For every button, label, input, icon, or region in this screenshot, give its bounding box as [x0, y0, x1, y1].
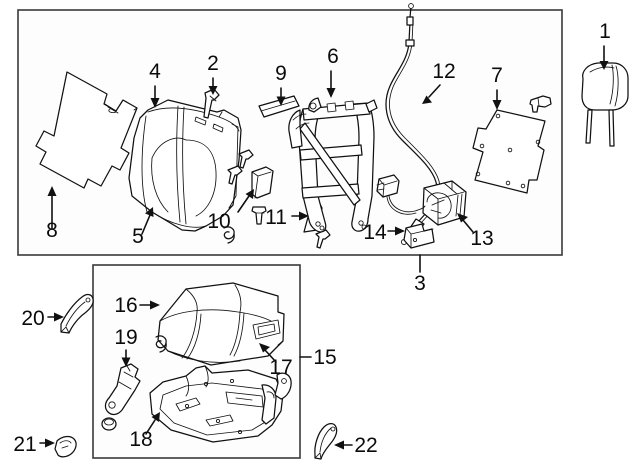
- part-21-seat-leg-cap: [54, 435, 77, 458]
- callout-17: 17: [269, 356, 292, 379]
- callout-7: 7: [491, 64, 503, 87]
- part-latch-connector: [376, 174, 400, 198]
- leader-13: [462, 219, 474, 233]
- arrowhead-22: [334, 440, 344, 450]
- leader-10: [237, 195, 250, 213]
- callout-8: 8: [46, 219, 58, 242]
- arrowhead-18: [151, 412, 160, 422]
- callout-4: 4: [149, 60, 161, 83]
- part-hook-clip-b: [155, 335, 167, 353]
- part-bolt-d: [315, 229, 331, 249]
- part-19-seat-hinge-arm: [104, 363, 141, 416]
- callout-11: 11: [265, 206, 287, 229]
- leader-17: [264, 349, 277, 363]
- part-4-5-seat-back-cushion: [128, 99, 242, 232]
- arrowhead-19: [121, 357, 131, 367]
- callout-15: 15: [313, 346, 336, 369]
- part-hook-clip-a: [223, 226, 235, 244]
- callout-13: 13: [470, 227, 493, 250]
- callout-12: 12: [432, 60, 455, 83]
- arrowhead-1: [599, 61, 609, 70]
- part-16-17-seat-cushion: [157, 282, 285, 366]
- callout-22: 22: [354, 434, 377, 457]
- leader-12: [428, 84, 441, 98]
- arrowhead-21: [45, 438, 55, 448]
- callout-9: 9: [275, 62, 287, 85]
- callout-20: 20: [21, 307, 44, 330]
- arrowhead-9: [276, 96, 286, 106]
- callout-14: 14: [363, 221, 387, 244]
- leader-18: [145, 419, 156, 435]
- arrowhead-5: [145, 207, 154, 217]
- part-hinge-lever-right: [274, 372, 292, 400]
- arrowhead-4: [150, 98, 160, 108]
- part-10-striker-bracket-clip: [251, 166, 274, 199]
- callout-2: 2: [207, 52, 219, 75]
- part-20-seat-hinge-cover-left: [60, 293, 94, 334]
- part-2-seat-back-bolt: [203, 88, 220, 119]
- callout-5: 5: [132, 225, 144, 248]
- arrowhead-11: [299, 211, 309, 221]
- arrowhead-6: [326, 88, 336, 98]
- callout-18: 18: [129, 428, 152, 451]
- callout-21: 21: [13, 433, 36, 456]
- part-7-seat-back-board: [472, 109, 546, 194]
- latch-wire: [388, 195, 426, 213]
- arrowhead-2: [208, 86, 218, 95]
- arrowhead-7: [492, 100, 502, 110]
- arrowhead-12: [422, 95, 432, 104]
- leader-5: [141, 214, 151, 235]
- part-8-seat-back-trim-panel: [35, 71, 138, 189]
- arrowhead-10: [245, 189, 254, 199]
- part-grommet-b: [101, 417, 117, 431]
- arrowhead-8: [47, 186, 57, 196]
- arrowhead-17: [259, 343, 270, 353]
- callout-10: 10: [207, 210, 230, 233]
- callout-16: 16: [114, 294, 137, 317]
- part-18-seat-cushion-frame-pan: [149, 365, 284, 443]
- arrowhead-13: [457, 213, 468, 223]
- part-1-headrest: [581, 62, 629, 147]
- part-14-latch-striker-plate: [403, 223, 435, 249]
- callout-19: 19: [114, 326, 137, 349]
- part-screw-a: [238, 149, 254, 169]
- callout-1: 1: [599, 20, 611, 43]
- callout-6: 6: [327, 45, 339, 68]
- part-grommet: [529, 95, 552, 113]
- latch-wire-2: [386, 196, 417, 215]
- part-22-seat-hinge-cover-right: [314, 423, 338, 460]
- arrowhead-20: [54, 312, 64, 322]
- part-screw-b: [227, 165, 243, 185]
- arrowhead-16: [150, 300, 160, 310]
- part-6-seat-back-frame: [288, 97, 378, 233]
- part-bolt-c: [251, 206, 267, 225]
- callout-3: 3: [414, 272, 426, 295]
- arrowhead-14: [395, 226, 405, 236]
